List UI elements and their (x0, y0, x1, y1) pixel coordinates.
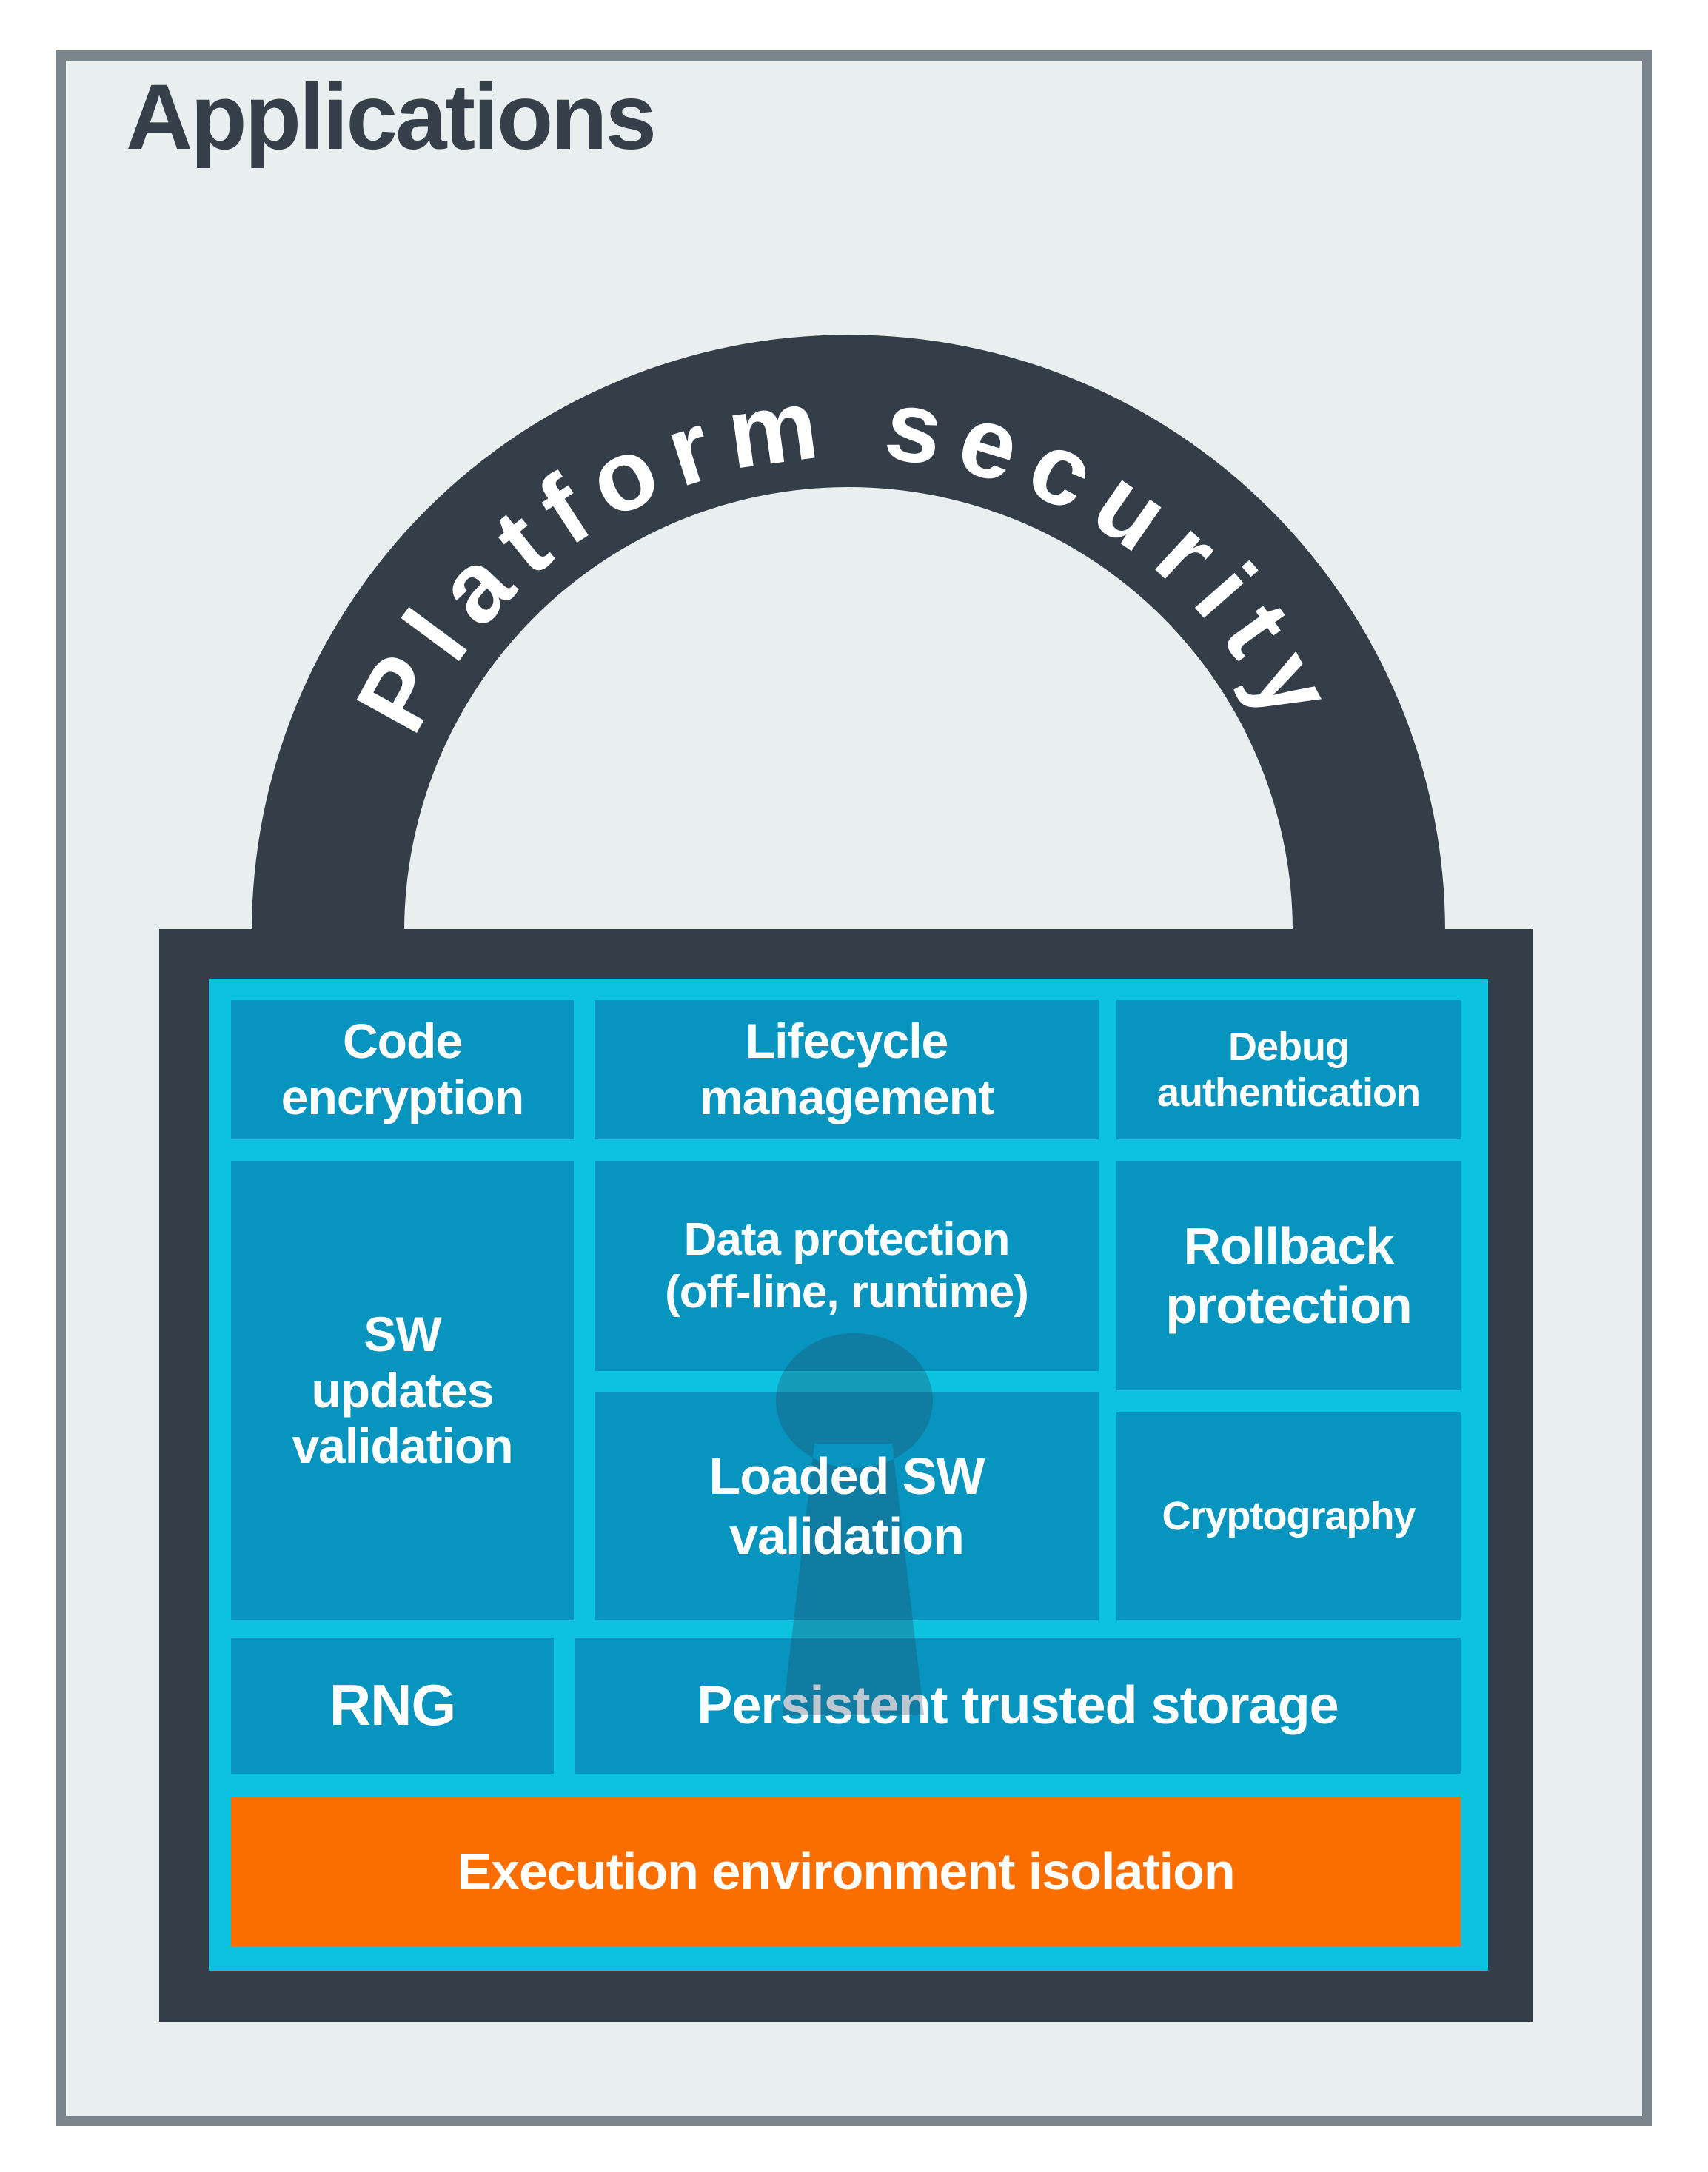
cell-execution-environment-isolation: Execution environment isolation (231, 1797, 1461, 1946)
cell-label: Debug authentication (1156, 1024, 1421, 1115)
cell-label: RNG (329, 1672, 456, 1738)
cell-lifecycle-management: Lifecycle management (595, 1000, 1099, 1139)
cell-label: Data protection (off-line, runtime) (665, 1213, 1029, 1318)
cell-label: Execution environment isolation (457, 1842, 1235, 1900)
cell-label: Rollback protection (1165, 1216, 1412, 1335)
cell-rng: RNG (231, 1638, 554, 1774)
cell-data-protection: Data protection (off-line, runtime) (595, 1161, 1099, 1371)
cell-label: Code encryption (281, 1013, 524, 1124)
cell-sw-updates-validation: SW updates validation (231, 1161, 574, 1620)
cell-label: SW updates validation (292, 1306, 513, 1474)
lock-panel: Code encryption Lifecycle management Deb… (209, 979, 1488, 1971)
cell-label: Lifecycle management (699, 1013, 994, 1124)
cell-loaded-sw-validation: Loaded SW validation (595, 1392, 1099, 1620)
cell-rollback-protection: Rollback protection (1116, 1161, 1461, 1390)
cell-label: Persistent trusted storage (697, 1675, 1339, 1735)
cell-debug-authentication: Debug authentication (1116, 1000, 1461, 1139)
page-title: Applications (126, 66, 657, 169)
cell-label: Cryptography (1162, 1494, 1416, 1539)
cell-code-encryption: Code encryption (231, 1000, 574, 1139)
cell-label: Loaded SW validation (709, 1447, 985, 1565)
cell-persistent-trusted-storage: Persistent trusted storage (575, 1638, 1461, 1774)
cell-cryptography: Cryptography (1116, 1412, 1461, 1620)
